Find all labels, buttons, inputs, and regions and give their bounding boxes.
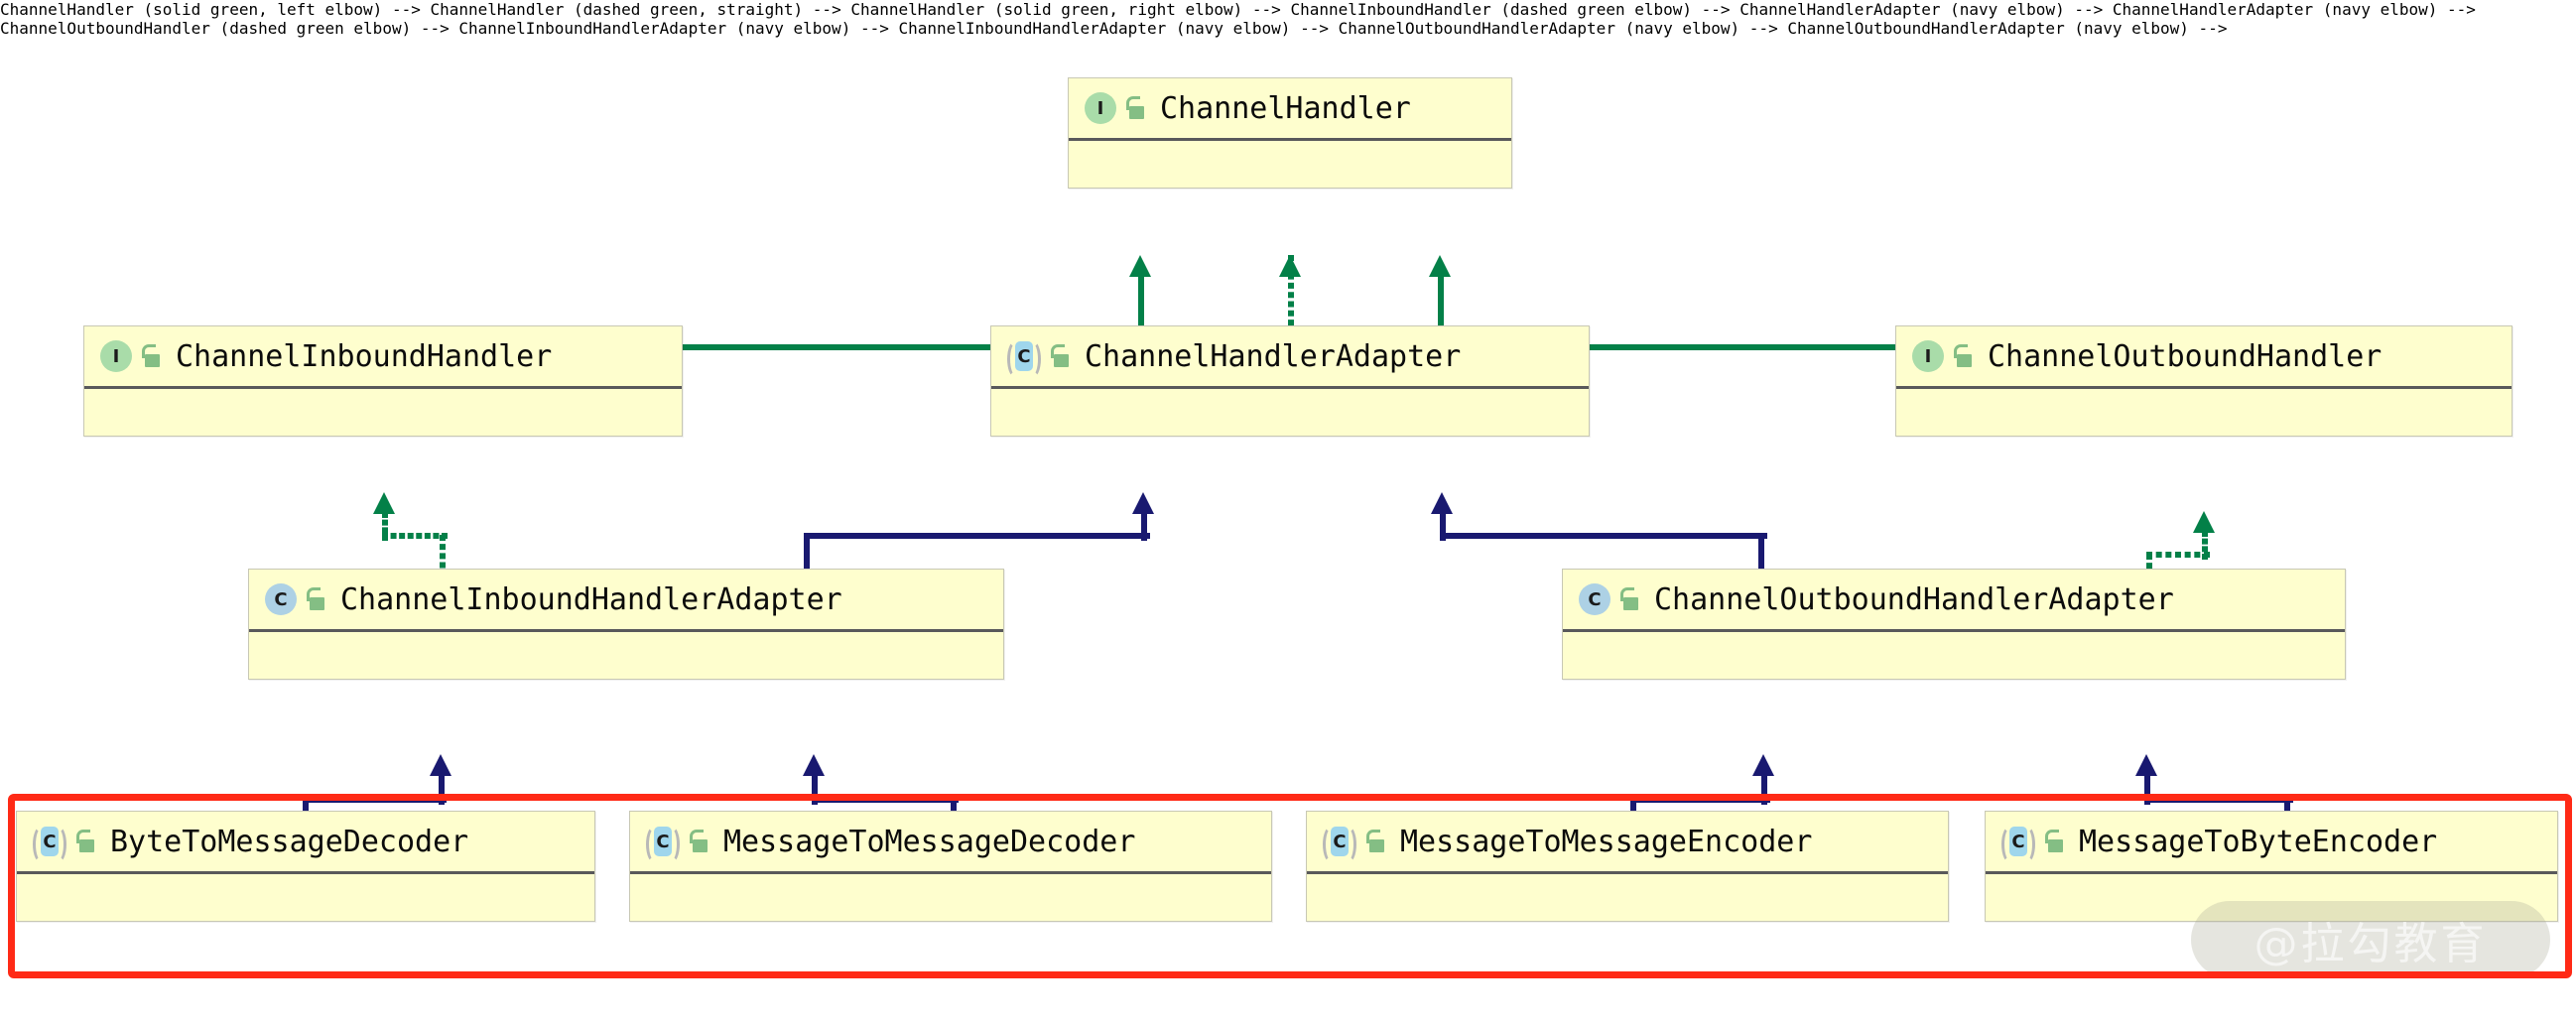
open-padlock-icon [1049,344,1071,368]
abstract-class-badge-icon: C [1323,826,1356,863]
inheritance-arrowhead [430,754,451,776]
class-name-label: ChannelInboundHandler [176,338,553,374]
interface-badge-icon: I [1085,92,1116,124]
class-node-header: C MessageToByteEncoder [1986,812,2557,874]
class-name-label: MessageToByteEncoder [2079,824,2438,859]
inheritance-arrowhead [1752,754,1774,776]
class-node-message-to-byte-encoder[interactable]: C MessageToByteEncoder [1985,811,2558,922]
abstract-class-badge-icon: C [33,826,66,863]
class-node-members-compartment [991,389,1589,436]
class-node-message-to-message-encoder[interactable]: C MessageToMessageEncoder [1306,811,1949,922]
inheritance-arrowhead [2135,754,2157,776]
open-padlock-icon [1952,344,1974,368]
inheritance-arrowhead [1129,255,1151,277]
realization-arrowhead [373,492,395,514]
interface-badge-icon: I [1912,340,1944,372]
class-node-channel-outbound-handler-adapter[interactable]: C ChannelOutboundHandlerAdapter [1562,569,2346,680]
class-name-label: ChannelHandlerAdapter [1085,338,1462,374]
open-padlock-icon [1618,587,1640,611]
class-node-header: C ByteToMessageDecoder [17,812,594,874]
class-node-header: C ChannelHandlerAdapter [991,326,1589,389]
interface-badge-icon: I [100,340,132,372]
class-node-members-compartment [1986,874,2557,921]
abstract-class-badge-icon: C [2001,826,2035,863]
class-node-header: C ChannelInboundHandlerAdapter [249,570,1003,632]
class-node-members-compartment [630,874,1271,921]
class-name-label: MessageToMessageDecoder [723,824,1136,859]
class-name-label: MessageToMessageEncoder [1400,824,1813,859]
class-node-channel-handler-adapter[interactable]: C ChannelHandlerAdapter [990,325,1590,437]
open-padlock-icon [140,344,162,368]
class-node-members-compartment [84,389,682,436]
class-node-header: C MessageToMessageDecoder [630,812,1271,874]
class-node-members-compartment [1563,632,2345,679]
inheritance-arrowhead [1431,492,1453,514]
class-name-label: ChannelHandler [1160,90,1411,126]
class-name-label: ChannelOutboundHandler [1988,338,2383,374]
class-node-members-compartment [249,632,1003,679]
class-name-label: ChannelOutboundHandlerAdapter [1654,581,2174,617]
abstract-class-badge-icon: C [1007,340,1041,378]
inheritance-arrowhead [803,754,825,776]
class-badge-icon: C [265,583,297,615]
class-node-message-to-message-decoder[interactable]: C MessageToMessageDecoder [629,811,1272,922]
class-name-label: ByteToMessageDecoder [110,824,469,859]
open-padlock-icon [305,587,326,611]
class-node-members-compartment [1307,874,1948,921]
class-node-channel-inbound-handler-adapter[interactable]: C ChannelInboundHandlerAdapter [248,569,1004,680]
inheritance-arrowhead [1429,255,1451,277]
class-node-header: I ChannelInboundHandler [84,326,682,389]
class-node-channel-inbound-handler[interactable]: I ChannelInboundHandler [83,325,683,437]
open-padlock-icon [1124,96,1146,120]
class-node-members-compartment [17,874,594,921]
class-name-label: ChannelInboundHandlerAdapter [340,581,842,617]
class-node-header: I ChannelOutboundHandler [1896,326,2512,389]
realization-arrowhead [2193,511,2215,533]
class-badge-icon: C [1579,583,1610,615]
class-node-header: I ChannelHandler [1069,78,1511,141]
class-node-byte-to-message-decoder[interactable]: C ByteToMessageDecoder [16,811,595,922]
class-node-members-compartment [1896,389,2512,436]
open-padlock-icon [688,830,709,853]
abstract-class-badge-icon: C [646,826,680,863]
class-node-members-compartment [1069,141,1511,188]
class-node-channel-handler[interactable]: I ChannelHandler [1068,77,1512,189]
inheritance-arrowhead [1132,492,1154,514]
open-padlock-icon [74,830,96,853]
realization-arrowhead [1279,255,1301,277]
open-padlock-icon [2043,830,2065,853]
class-node-channel-outbound-handler[interactable]: I ChannelOutboundHandler [1895,325,2512,437]
class-node-header: C ChannelOutboundHandlerAdapter [1563,570,2345,632]
open-padlock-icon [1364,830,1386,853]
class-node-header: C MessageToMessageEncoder [1307,812,1948,874]
